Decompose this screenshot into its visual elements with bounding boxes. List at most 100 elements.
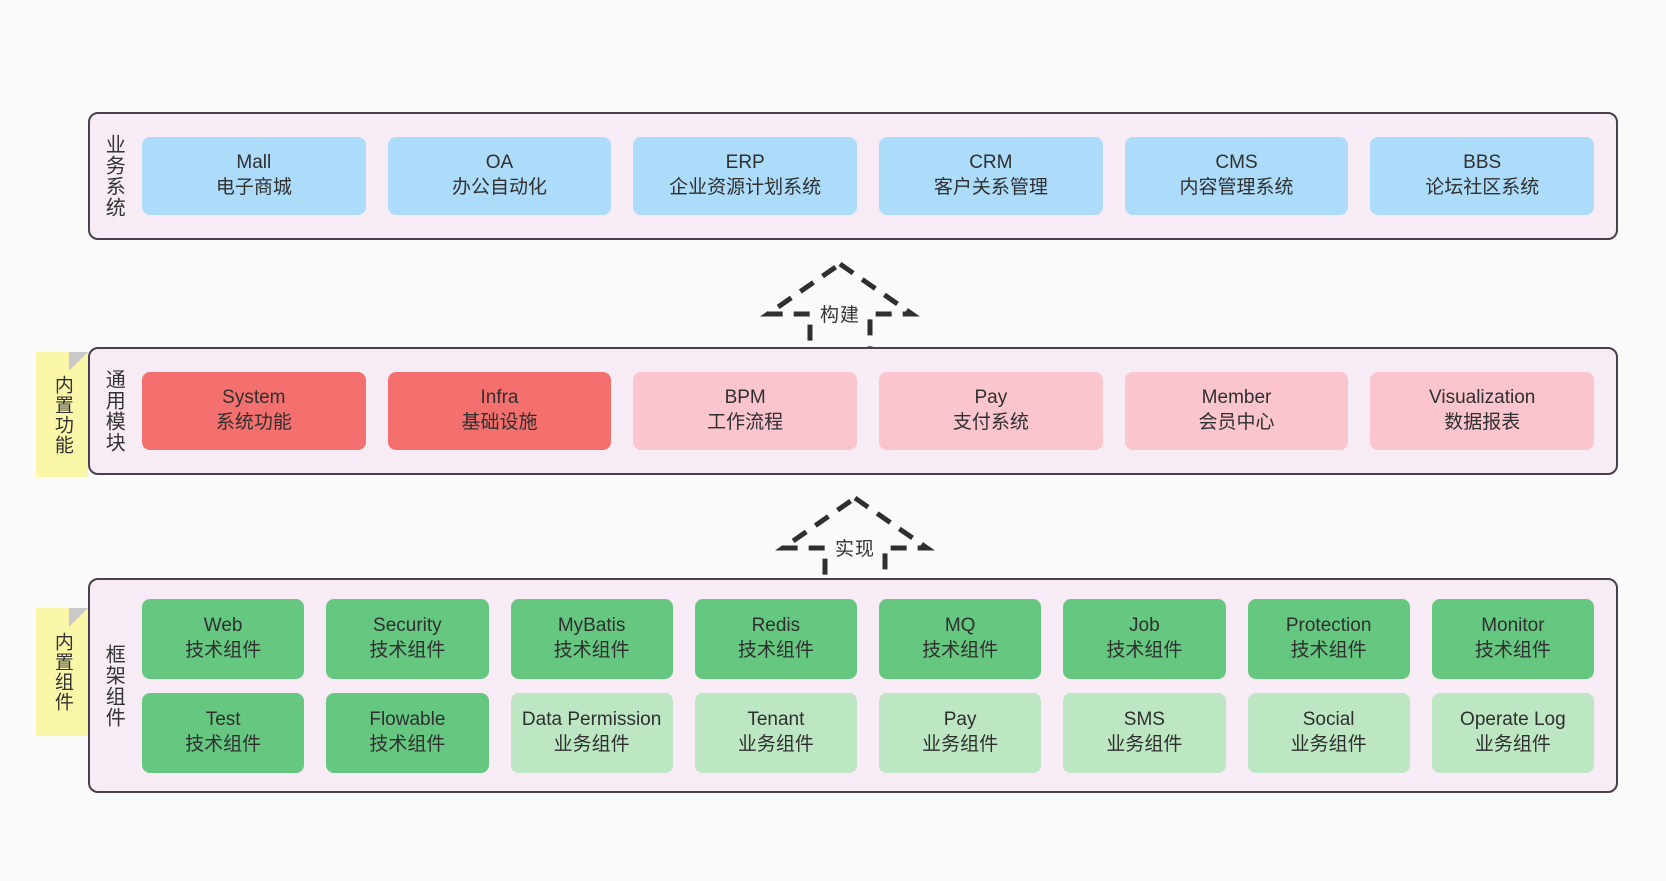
framework-card-monitor[interactable]: Monitor 技术组件 [1431,598,1594,679]
module-card-member[interactable]: Member 会员中心 [1124,372,1349,450]
business-card-mall[interactable]: Mall 电子商城 [142,137,366,215]
card-subtitle: 业务组件 [737,733,814,755]
framework-row-tech: Web 技术组件 Security 技术组件 MyBatis 技术组件 Redi… [142,598,1594,679]
card-title: ERP [725,152,765,174]
card-subtitle: 技术组件 [553,639,630,661]
card-subtitle: 论坛社区系统 [1425,177,1540,198]
card-subtitle: 技术组件 [369,639,446,661]
common-row: System 系统功能 Infra 基础设施 BPM 工作流程 Pay 支付系统… [142,372,1595,450]
card-subtitle: 技术组件 [1290,639,1367,661]
module-card-infra[interactable]: Infra 基础设施 [387,372,612,450]
framework-card-social[interactable]: Social 业务组件 [1247,692,1410,773]
card-subtitle: 客户关系管理 [933,177,1048,198]
module-card-bpm[interactable]: BPM 工作流程 [633,372,858,450]
note-builtin-component: 内置组件 [36,608,88,736]
module-card-pay[interactable]: Pay 支付系统 [879,372,1103,450]
card-title: Operate Log [1460,708,1566,730]
card-subtitle: 业务组件 [1290,733,1367,755]
framework-card-test[interactable]: Test 技术组件 [142,692,305,773]
framework-card-redis[interactable]: Redis 技术组件 [694,598,857,679]
card-title: Web [203,614,243,636]
card-title: Job [1129,614,1160,636]
card-title: Member [1201,387,1272,409]
card-title: Infra [480,387,519,409]
card-title: Test [205,708,241,730]
layer-common-modules: 通用模块 System 系统功能 Infra 基础设施 BPM 工作流程 Pay… [88,347,1618,475]
framework-card-job[interactable]: Job 技术组件 [1063,598,1226,679]
card-subtitle: 工作流程 [707,412,784,433]
business-card-crm[interactable]: CRM 客户关系管理 [879,137,1103,215]
card-subtitle: 电子商城 [215,177,292,198]
framework-components-rows: Web 技术组件 Security 技术组件 MyBatis 技术组件 Redi… [136,580,1616,791]
card-subtitle: 业务组件 [1474,733,1551,755]
business-card-oa[interactable]: OA 办公自动化 [387,137,612,215]
card-title: OA [485,152,514,174]
note-builtin-function: 内置功能 [36,352,88,477]
card-subtitle: 技术组件 [185,639,262,661]
note-label: 内置功能 [51,374,73,455]
framework-card-mq[interactable]: MQ 技术组件 [879,598,1042,679]
card-subtitle: 业务组件 [1106,733,1183,755]
layer-label-business: 业务系统 [102,134,125,218]
business-card-bbs[interactable]: BBS 论坛社区系统 [1370,137,1595,215]
module-card-visualization[interactable]: Visualization 数据报表 [1370,372,1595,450]
layer-framework-components: 框架组件 Web 技术组件 Security 技术组件 MyBatis 技术组件… [88,578,1618,793]
card-subtitle: 企业资源计划系统 [669,177,822,198]
framework-card-sms[interactable]: SMS 业务组件 [1063,692,1226,773]
common-modules-row: System 系统功能 Infra 基础设施 BPM 工作流程 Pay 支付系统… [136,349,1616,473]
business-systems-row: Mall 电子商城 OA 办公自动化 ERP 企业资源计划系统 CRM 客户关系… [136,114,1616,238]
build-arrow: 构建 [760,258,920,358]
layer-label-common: 通用模块 [102,369,125,453]
card-title: CMS [1215,152,1258,174]
card-title: Protection [1285,614,1372,636]
card-title: Flowable [369,708,446,730]
card-title: Visualization [1429,387,1536,409]
card-title: MQ [944,614,976,636]
framework-card-tenant[interactable]: Tenant 业务组件 [694,692,857,773]
business-row: Mall 电子商城 OA 办公自动化 ERP 企业资源计划系统 CRM 客户关系… [142,137,1595,215]
card-subtitle: 会员中心 [1198,412,1275,433]
layer-business-systems: 业务系统 Mall 电子商城 OA 办公自动化 ERP 企业资源计划系统 CRM… [88,112,1618,240]
framework-card-flowable[interactable]: Flowable 技术组件 [326,692,489,773]
card-subtitle: 技术组件 [185,733,262,755]
card-subtitle: 内容管理系统 [1179,177,1294,198]
card-subtitle: 技术组件 [1106,639,1183,661]
card-subtitle: 技术组件 [737,639,814,661]
framework-card-pay[interactable]: Pay 业务组件 [879,692,1042,773]
card-subtitle: 业务组件 [922,733,999,755]
card-title: MyBatis [557,614,626,636]
framework-card-mybatis[interactable]: MyBatis 技术组件 [510,598,673,679]
framework-card-protection[interactable]: Protection 技术组件 [1247,598,1410,679]
card-title: Monitor [1481,614,1545,636]
card-title: Security [373,614,442,636]
card-title: Redis [751,614,801,636]
card-title: BPM [724,387,766,409]
framework-row-business: Test 技术组件 Flowable 技术组件 Data Permission … [142,692,1594,773]
card-subtitle: 数据报表 [1444,412,1521,433]
card-title: CRM [969,152,1013,174]
framework-card-security[interactable]: Security 技术组件 [326,598,489,679]
framework-card-data-permission[interactable]: Data Permission 业务组件 [510,692,673,773]
implement-arrow-label: 实现 [834,539,875,560]
card-title: Social [1302,708,1355,730]
card-subtitle: 技术组件 [922,639,999,661]
note-label: 内置组件 [51,632,73,712]
card-title: Mall [236,152,272,174]
card-subtitle: 系统功能 [215,412,292,433]
card-title: Pay [943,708,977,730]
build-arrow-label: 构建 [819,305,860,326]
card-subtitle: 基础设施 [461,412,538,433]
business-card-erp[interactable]: ERP 企业资源计划系统 [633,137,858,215]
module-card-system[interactable]: System 系统功能 [142,372,366,450]
framework-card-web[interactable]: Web 技术组件 [142,598,305,679]
card-title: SMS [1123,708,1165,730]
card-title: Tenant [747,708,805,730]
card-subtitle: 业务组件 [553,733,630,755]
business-card-cms[interactable]: CMS 内容管理系统 [1124,137,1349,215]
layer-label-framework: 框架组件 [102,643,125,728]
implement-arrow: 实现 [775,492,935,592]
framework-card-operate-log[interactable]: Operate Log 业务组件 [1431,692,1594,773]
card-subtitle: 支付系统 [952,412,1029,433]
card-subtitle: 技术组件 [1474,639,1551,661]
